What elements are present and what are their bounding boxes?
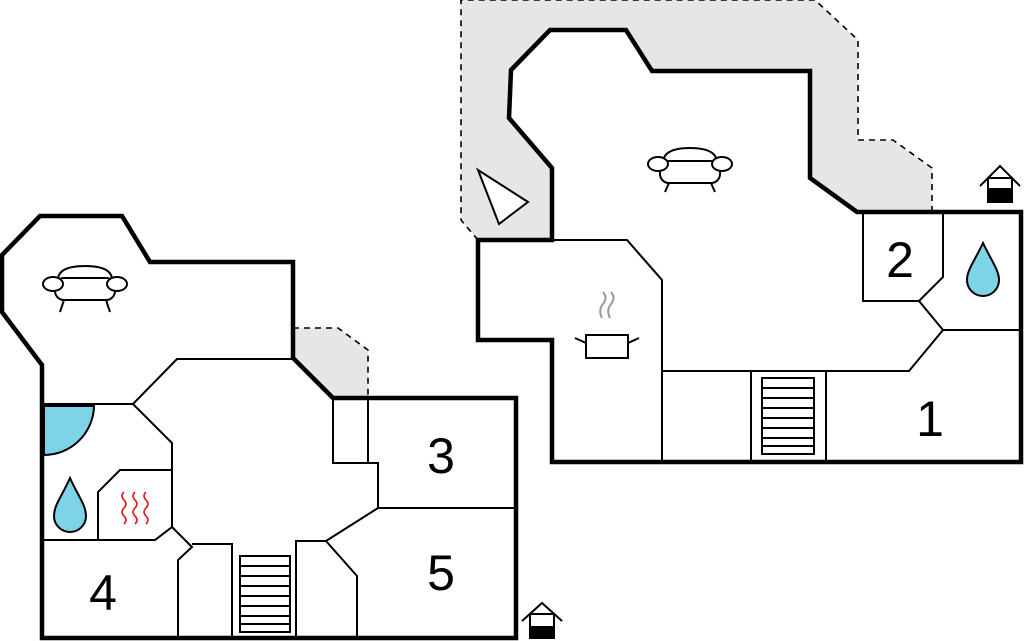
left-terrace xyxy=(293,328,368,398)
sauna-heat-icon xyxy=(121,491,149,525)
left-room5-wall xyxy=(324,507,379,638)
left-hall-wall xyxy=(42,358,293,405)
shower-tray-icon xyxy=(43,405,96,457)
entrance-house-icon xyxy=(979,164,1021,203)
room-number-4: 4 xyxy=(89,565,117,621)
right-room2-wall xyxy=(862,212,944,331)
sofa-icon xyxy=(647,146,733,193)
right-terrace xyxy=(461,0,932,240)
stairs-icon xyxy=(239,555,291,633)
left-room3-wall xyxy=(332,398,516,509)
right-hall-wall xyxy=(662,329,1021,372)
right-stair-walls xyxy=(750,371,827,462)
cooking-pot-icon xyxy=(574,291,640,359)
room-number-2: 2 xyxy=(886,232,914,288)
sofa-icon xyxy=(42,264,128,313)
water-drop-icon xyxy=(52,475,88,533)
left-outer-wall xyxy=(0,213,519,641)
left-terrace-edge xyxy=(293,327,369,398)
room-number-3: 3 xyxy=(427,428,455,484)
left-floor: 3 4 5 xyxy=(0,213,563,641)
stairs-icon xyxy=(761,377,815,455)
right-outer-wall xyxy=(475,27,1024,465)
wedge-icon xyxy=(475,167,530,226)
left-sauna-wall xyxy=(97,469,172,541)
right-terrace-edge xyxy=(460,0,933,241)
right-floor: 2 1 xyxy=(460,0,1024,465)
room-number-5: 5 xyxy=(427,545,455,601)
room-number-1: 1 xyxy=(916,391,944,447)
entrance-house-icon xyxy=(521,601,563,639)
water-drop-icon xyxy=(965,240,1001,297)
left-lower-hall-walls xyxy=(171,526,326,638)
